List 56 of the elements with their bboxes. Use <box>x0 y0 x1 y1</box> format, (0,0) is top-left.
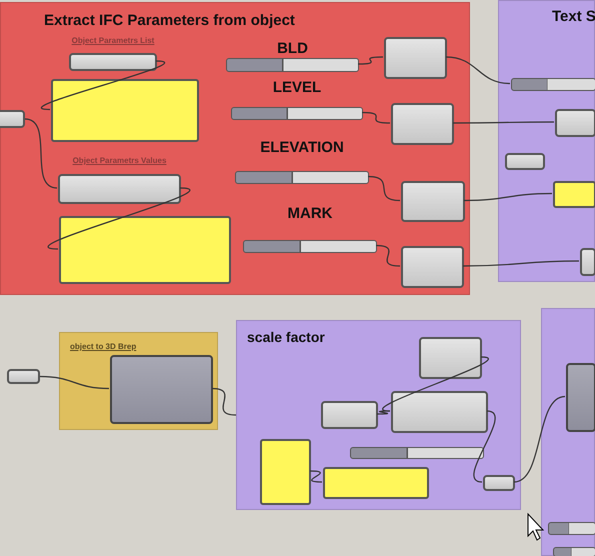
slider-label: ELEVATION <box>259 139 345 156</box>
slider-label: MARK <box>286 205 334 222</box>
wire <box>42 60 164 110</box>
wire <box>382 356 488 412</box>
slider-label: BLD <box>276 40 309 57</box>
group-panel <box>498 0 595 282</box>
wire <box>376 244 400 267</box>
wire <box>463 260 579 267</box>
component-box <box>580 248 595 276</box>
text-panel <box>553 181 595 208</box>
text-panel <box>51 79 199 142</box>
group-title: Text S <box>552 8 595 25</box>
wire <box>48 187 190 250</box>
wire <box>446 56 510 84</box>
component-box <box>391 391 488 433</box>
component-box <box>401 246 464 288</box>
number-slider <box>548 522 595 535</box>
component-box <box>401 181 465 222</box>
text-panel <box>260 439 311 505</box>
component-box <box>555 109 595 137</box>
component-box <box>483 475 515 491</box>
component-box <box>0 110 25 128</box>
number-slider <box>511 78 595 91</box>
component-label: Object Parametrs List <box>70 36 156 45</box>
component-label: Object Parametrs Values <box>72 156 168 165</box>
wire <box>453 121 554 124</box>
wire <box>514 396 566 483</box>
text-panel <box>323 467 429 499</box>
group-panel <box>0 2 470 295</box>
wire <box>368 176 400 202</box>
wire <box>40 376 110 390</box>
slider-label: LEVEL <box>272 79 322 96</box>
wire <box>377 410 390 415</box>
component-box <box>419 337 482 379</box>
wire <box>310 470 322 483</box>
group-title: scale factor <box>247 329 325 345</box>
component-box <box>321 401 378 429</box>
component-box <box>384 37 447 79</box>
geometry-component <box>566 363 595 432</box>
wire <box>358 56 384 65</box>
wire <box>464 192 552 202</box>
wire <box>212 388 236 416</box>
component-box <box>7 369 40 384</box>
number-slider <box>350 447 484 459</box>
geometry-component <box>110 355 213 424</box>
component-box <box>391 103 454 145</box>
wire <box>24 118 58 189</box>
number-slider <box>553 547 595 556</box>
group-title: Extract IFC Parameters from object <box>44 12 295 29</box>
text-panel <box>59 216 231 284</box>
group-panel <box>236 320 521 510</box>
group-panel <box>59 332 218 430</box>
group-title: object to 3D Brep <box>70 342 136 351</box>
component-box <box>505 153 545 170</box>
group-panel <box>541 308 595 556</box>
wire <box>362 112 390 124</box>
